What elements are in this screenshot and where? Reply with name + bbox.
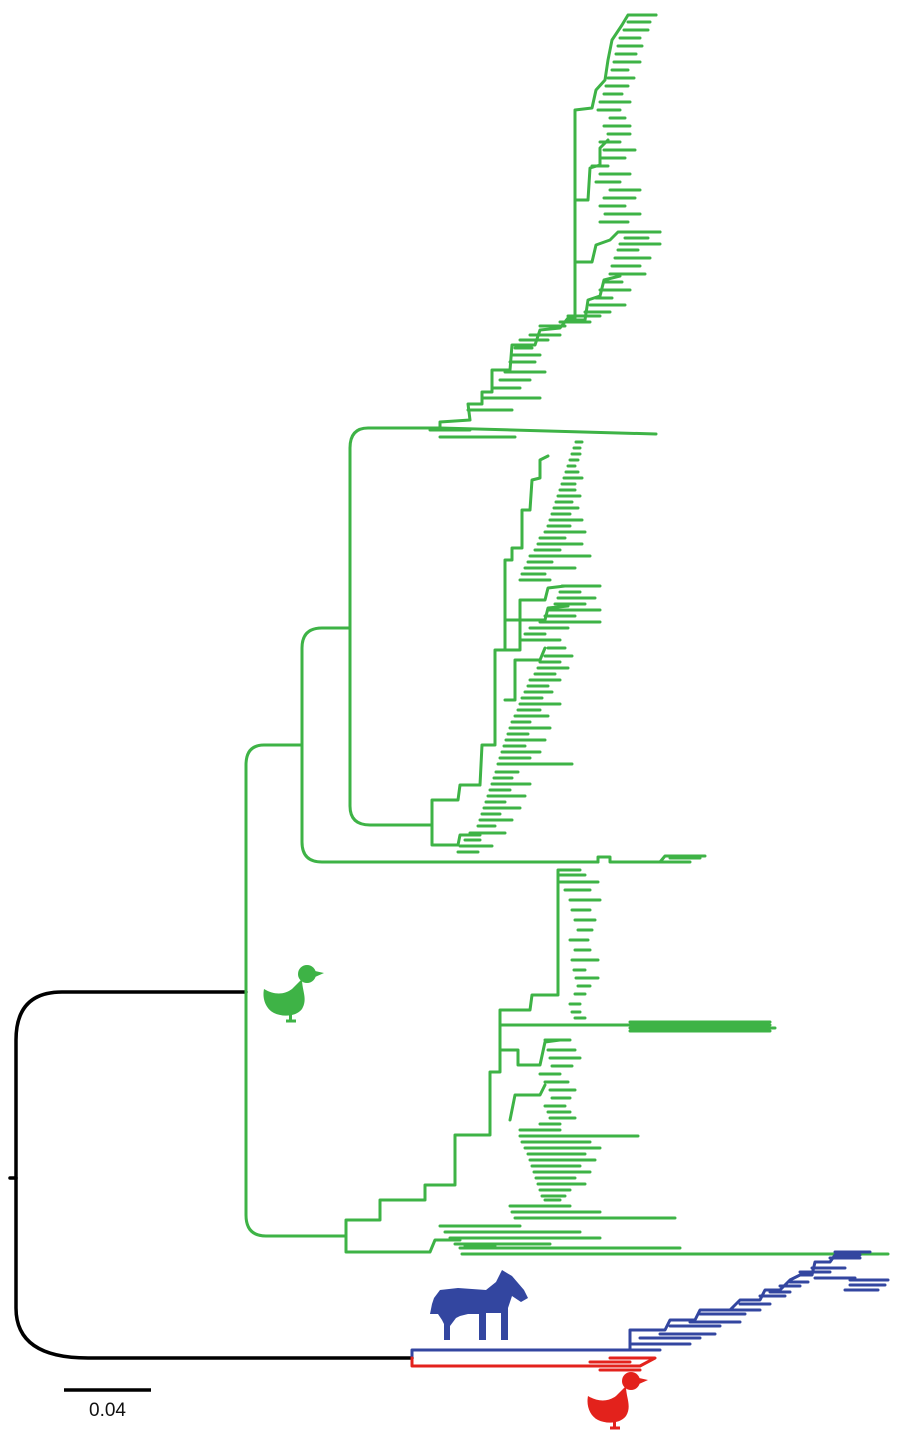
bird-icon-red [587,1372,648,1430]
scale-bar-label: 0.04 [89,1400,126,1421]
bird-icon [263,965,324,1023]
red-clade [410,1356,657,1372]
root-branches [8,990,414,1360]
horse-icon [430,1270,528,1340]
avian-clade [244,13,890,1256]
equine-clade [410,1250,890,1360]
scale-bar: 0.04 [64,1388,151,1421]
